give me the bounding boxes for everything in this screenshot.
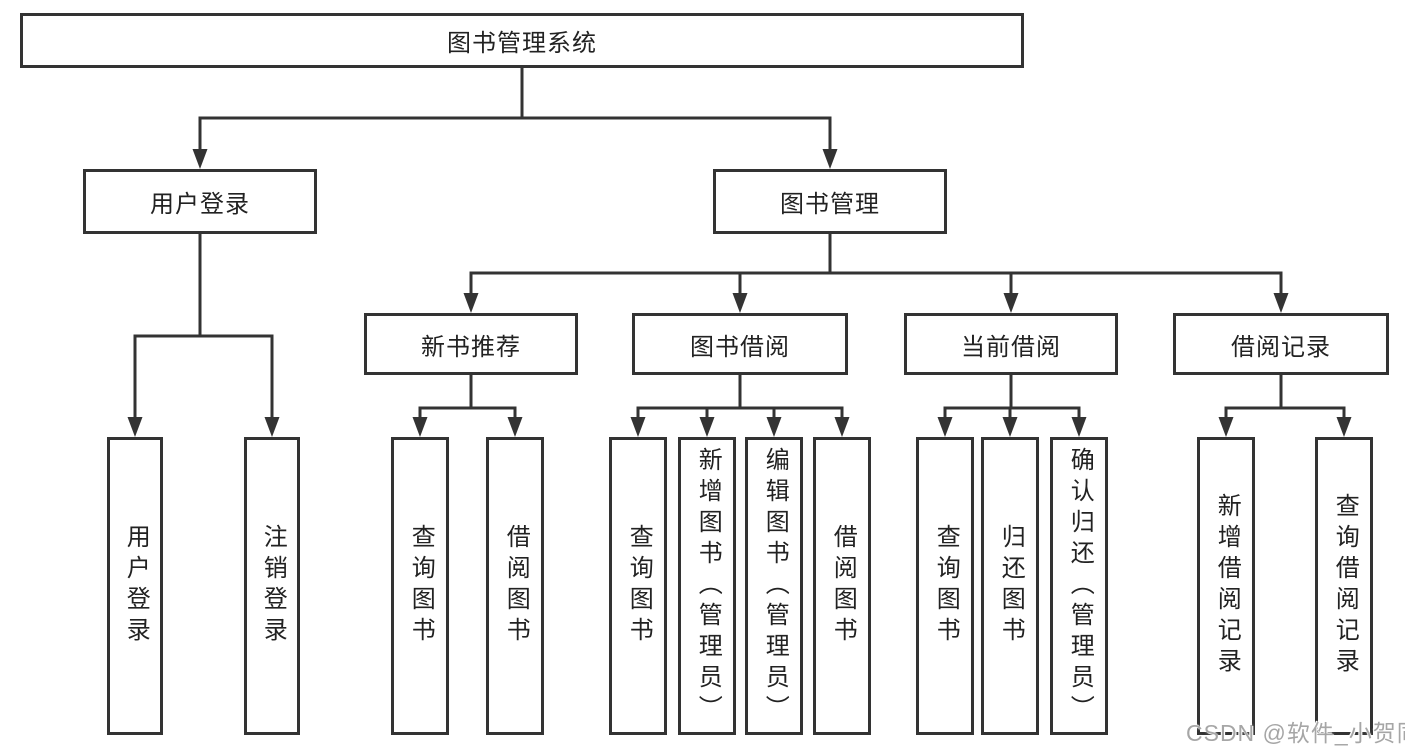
leaf-nb-borrow-books: 借阅图书: [486, 437, 544, 735]
arrow-cb-confirm: [1071, 417, 1087, 437]
arrow-bb-edit: [766, 417, 782, 437]
leaf-nb-borrow-books-label: 借阅图书: [502, 524, 530, 648]
node-new-book: 新书推荐: [364, 313, 578, 375]
arrow-book-mgmt: [822, 149, 838, 169]
leaf-cb-return-books: 归还图书: [981, 437, 1039, 735]
arrow-bb-add: [699, 417, 715, 437]
node-user-login-label: 用户登录: [150, 191, 250, 218]
arrow-br-query: [1336, 417, 1352, 437]
arrow-current-borrow: [1003, 293, 1019, 313]
leaf-br-add-record: 新增借阅记录: [1197, 437, 1255, 735]
arrow-bb-borrow: [834, 417, 850, 437]
node-book-mgmt-label: 图书管理: [780, 191, 880, 218]
leaf-bb-add-books-label: 新增图书（管理员）: [694, 446, 722, 726]
leaf-cb-confirm-return-label: 确认归还（管理员）: [1066, 446, 1094, 726]
node-root-label: 图书管理系统: [447, 30, 597, 57]
leaf-user-login-label: 用户登录: [122, 524, 150, 648]
leaf-cb-confirm-return: 确认归还（管理员）: [1050, 437, 1108, 735]
node-borrow-record: 借阅记录: [1173, 313, 1389, 375]
leaf-br-query-record: 查询借阅记录: [1315, 437, 1373, 735]
arrow-nb-borrow: [507, 417, 523, 437]
node-borrow-record-label: 借阅记录: [1231, 333, 1331, 361]
arrow-book-borrow: [732, 293, 748, 313]
arrow-ul-logout: [264, 417, 280, 437]
leaf-cb-query-books-label: 查询图书: [932, 524, 960, 648]
node-new-book-label: 新书推荐: [421, 333, 521, 361]
leaf-bb-query-books-label: 查询图书: [625, 524, 653, 648]
leaf-bb-edit-books: 编辑图书（管理员）: [745, 437, 803, 735]
arrow-nb-query: [412, 417, 428, 437]
arrow-user-login: [192, 149, 208, 169]
leaf-bb-borrow-books: 借阅图书: [813, 437, 871, 735]
watermark: CSDN @软件_小贺同学: [1186, 720, 1405, 746]
arrow-borrow-record: [1273, 293, 1289, 313]
arrow-br-add: [1218, 417, 1234, 437]
leaf-user-login: 用户登录: [107, 437, 163, 735]
leaf-logout: 注销登录: [244, 437, 300, 735]
leaf-bb-query-books: 查询图书: [609, 437, 667, 735]
node-user-login: 用户登录: [83, 169, 317, 234]
arrow-cb-query: [937, 417, 953, 437]
arrow-bb-query: [630, 417, 646, 437]
arrow-new-book: [463, 293, 479, 313]
arrow-cb-return: [1002, 417, 1018, 437]
leaf-bb-borrow-books-label: 借阅图书: [829, 524, 857, 648]
arrow-ul-user-login: [127, 417, 143, 437]
node-book-borrow: 图书借阅: [632, 313, 848, 375]
leaf-nb-query-books-label: 查询图书: [407, 524, 435, 648]
leaf-bb-edit-books-label: 编辑图书（管理员）: [761, 446, 789, 726]
leaf-br-query-record-label: 查询借阅记录: [1331, 493, 1359, 679]
leaf-nb-query-books: 查询图书: [391, 437, 449, 735]
leaf-br-add-record-label: 新增借阅记录: [1213, 493, 1241, 679]
leaf-bb-add-books: 新增图书（管理员）: [678, 437, 736, 735]
leaf-logout-label: 注销登录: [259, 524, 287, 648]
node-current-borrow: 当前借阅: [904, 313, 1118, 375]
leaf-cb-return-books-label: 归还图书: [997, 524, 1025, 648]
node-book-borrow-label: 图书借阅: [690, 333, 790, 361]
node-book-mgmt: 图书管理: [713, 169, 947, 234]
node-root: 图书管理系统: [20, 13, 1024, 68]
leaf-cb-query-books: 查询图书: [916, 437, 974, 735]
node-current-borrow-label: 当前借阅: [961, 333, 1061, 361]
